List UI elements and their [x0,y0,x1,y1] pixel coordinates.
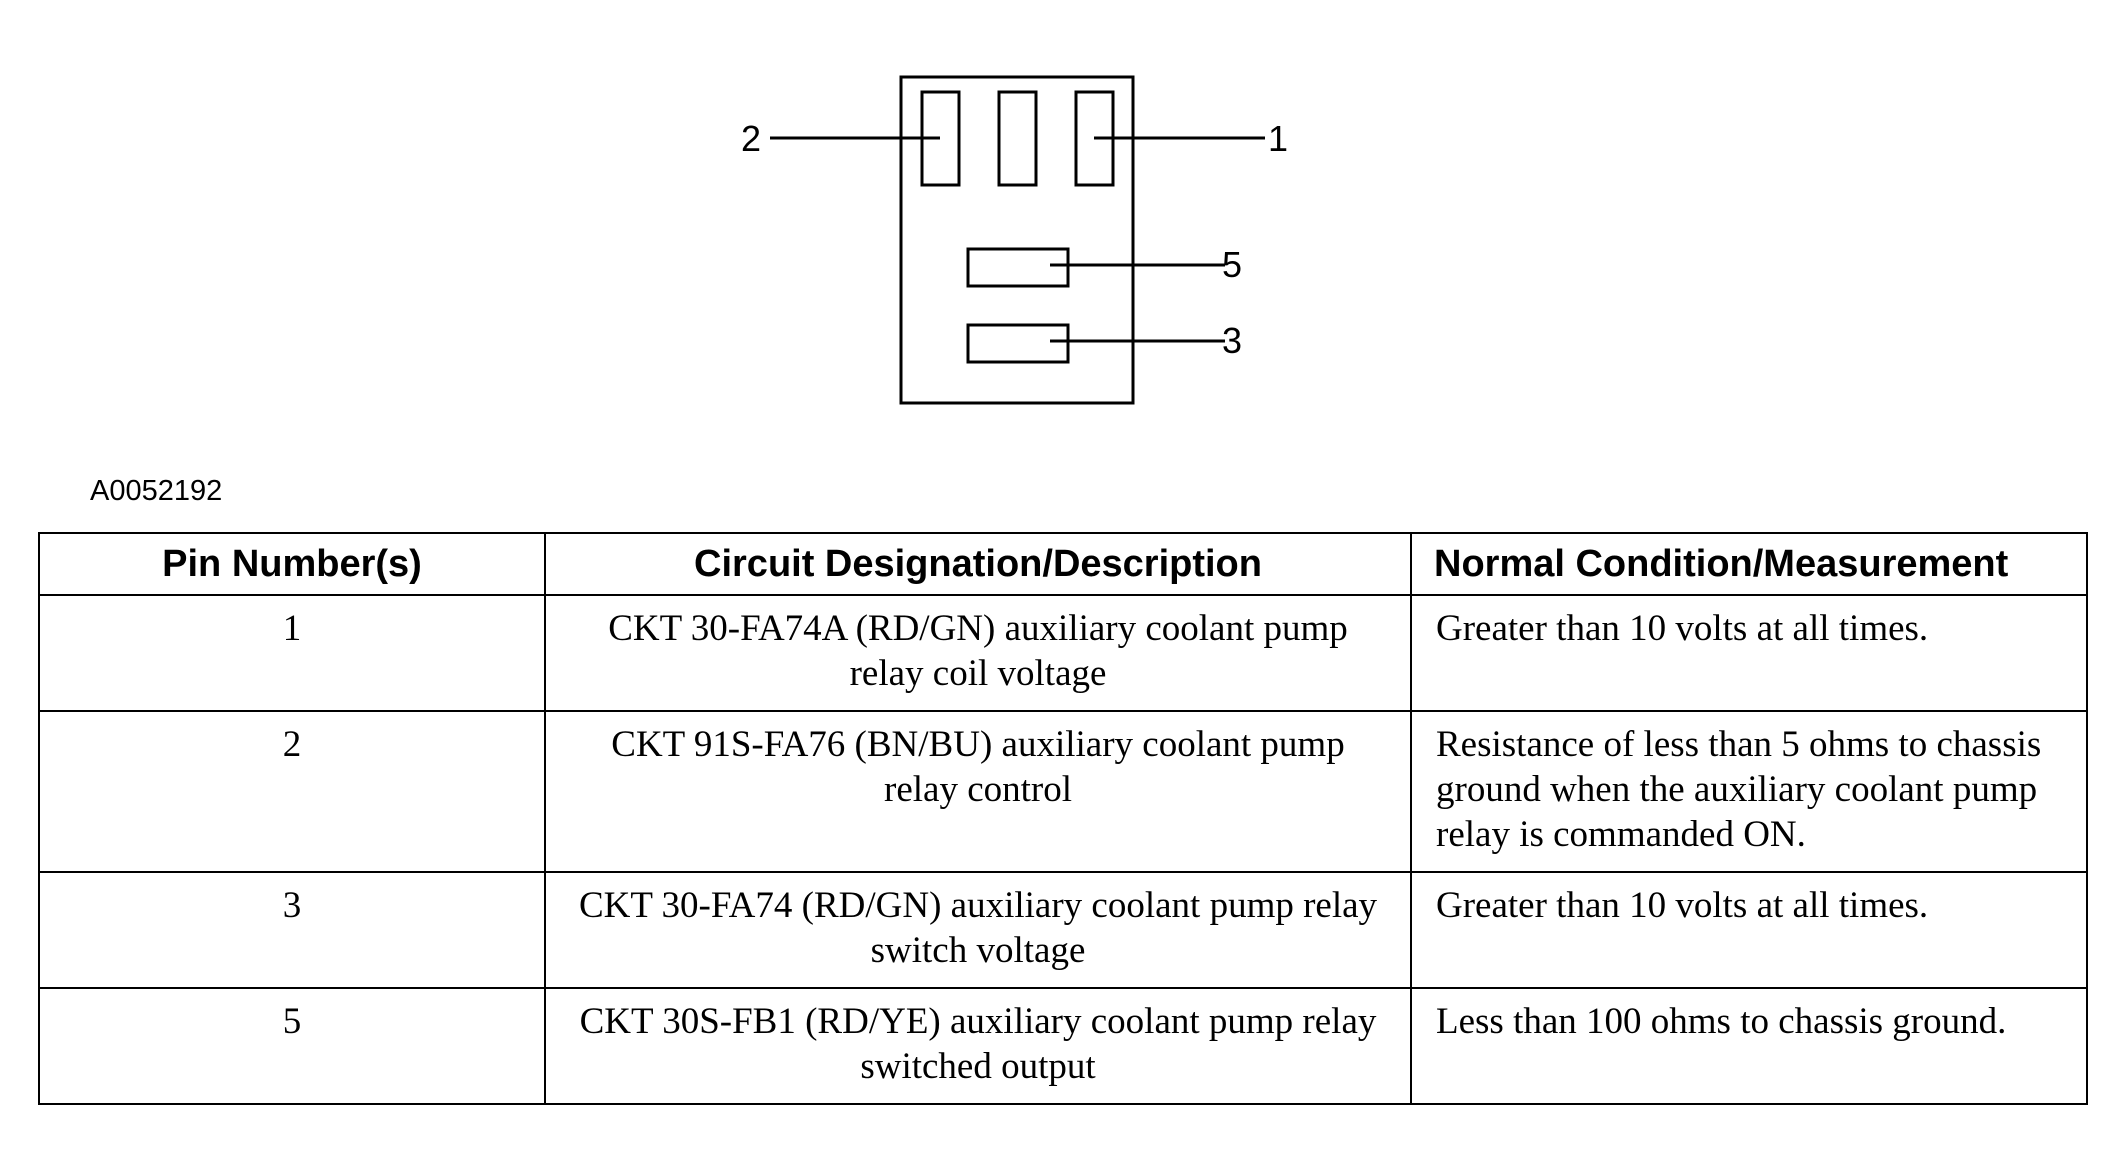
relay-connector-diagram: 2 1 5 3 [741,75,1288,405]
description-cell: CKT 30-FA74A (RD/GN) auxiliary coolant p… [544,594,1412,712]
description-cell: CKT 91S-FA76 (BN/BU) auxiliary coolant p… [544,710,1412,873]
pin-number-cell: 2 [38,710,546,873]
condition-cell: Greater than 10 volts at all times. [1410,594,2088,712]
table-row: 5 CKT 30S-FB1 (RD/YE) auxiliary coolant … [38,987,2088,1105]
description-cell: CKT 30S-FB1 (RD/YE) auxiliary coolant pu… [544,987,1412,1105]
table-header-row: Pin Number(s) Circuit Designation/Descri… [38,532,2088,596]
pin-number-cell: 5 [38,987,546,1105]
header-normal-condition: Normal Condition/Measurement [1410,532,2088,596]
pin-center-terminal [997,90,1038,187]
table-row: 3 CKT 30-FA74 (RD/GN) auxiliary coolant … [38,871,2088,989]
condition-cell: Greater than 10 volts at all times. [1410,871,2088,989]
condition-cell: Resistance of less than 5 ohms to chassi… [1410,710,2088,873]
figure-id: A0052192 [90,475,223,507]
pin-label-1: 1 [1268,118,1288,159]
pin-number-cell: 1 [38,594,546,712]
pin-number-cell: 3 [38,871,546,989]
header-pin-numbers: Pin Number(s) [38,532,546,596]
pin-label-5: 5 [1222,244,1242,285]
header-circuit-description: Circuit Designation/Description [544,532,1412,596]
table-row: 2 CKT 91S-FA76 (BN/BU) auxiliary coolant… [38,710,2088,873]
pin-label-3: 3 [1222,320,1242,361]
pin-label-2: 2 [741,118,761,159]
description-cell: CKT 30-FA74 (RD/GN) auxiliary coolant pu… [544,871,1412,989]
condition-cell: Less than 100 ohms to chassis ground. [1410,987,2088,1105]
table-row: 1 CKT 30-FA74A (RD/GN) auxiliary coolant… [38,594,2088,712]
pin-3-terminal [966,323,1070,364]
pin-table: Pin Number(s) Circuit Designation/Descri… [38,532,2088,1105]
connector-body [899,75,1135,405]
pin-5-terminal [966,247,1070,288]
